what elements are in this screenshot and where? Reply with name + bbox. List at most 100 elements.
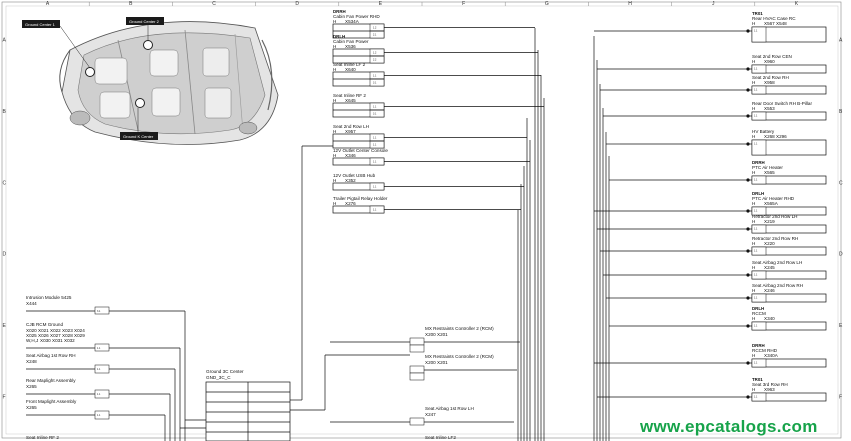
svg-text:GND_3C_C: GND_3C_C (206, 375, 231, 380)
connector-code: X219 (764, 219, 775, 224)
right-bus-wires (593, 36, 610, 441)
row-marker: B (3, 109, 7, 115)
connector-code: X958 (764, 80, 775, 85)
callout-ground-center-1: Ground Center 1 (22, 20, 60, 28)
connector-title: HV Battery (752, 129, 775, 134)
connector-title: Cabin Fan Power (333, 39, 369, 44)
pin-label: 3.1 (373, 82, 377, 85)
vehicle-illustration (59, 21, 279, 145)
connector-code: X220 (764, 241, 775, 246)
connector-code: X963 (764, 387, 775, 392)
connector-title: Cabin Fan Power RHD (333, 14, 380, 19)
svg-text:H: H (752, 387, 755, 392)
svg-text:DRLH: DRLH (752, 306, 764, 311)
svg-text:TR01: TR01 (752, 377, 763, 382)
svg-text:1.1: 1.1 (754, 362, 758, 365)
svg-text:DRLH: DRLH (333, 34, 345, 39)
pin-label: 1.2 (373, 27, 377, 30)
svg-text:DRLH: DRLH (752, 191, 764, 196)
connector-title: Seat 2nd Row CEN (752, 54, 792, 59)
svg-text:Ground Center 2: Ground Center 2 (129, 19, 160, 24)
middle-bus-wires (290, 28, 545, 441)
intrusion-module-label: Intrusion Module 5425 (26, 295, 72, 300)
svg-text:X265: X265 (26, 384, 37, 389)
svg-text:H: H (752, 288, 755, 293)
row-marker: B (839, 109, 843, 115)
svg-text:H: H (752, 201, 755, 206)
callout-ground-center-2: Ground Center 2 (126, 17, 164, 25)
pin-label: 1.1 (373, 161, 377, 164)
rcm-block-1: MX Restraints Controller 2 (RCM) X200 X2… (330, 326, 520, 353)
svg-text:X030 X031 X032: X030 X031 X032 (40, 338, 75, 343)
svg-text:Ground K Center: Ground K Center (123, 134, 154, 139)
svg-text:H: H (752, 316, 755, 321)
pin-label: 1.1 (373, 209, 377, 212)
svg-text:H: H (333, 98, 336, 103)
svg-text:H: H (333, 201, 336, 206)
connector-code: X536 (345, 44, 356, 49)
pin-label: 1.1 (373, 137, 377, 140)
row-marker: A (3, 38, 7, 44)
svg-text:1.1: 1.1 (754, 297, 758, 300)
svg-text:MX Restraints Controller 2 (RC: MX Restraints Controller 2 (RCM) (425, 354, 494, 359)
svg-text:DRRH: DRRH (333, 9, 346, 14)
svg-text:1.1: 1.1 (754, 228, 758, 231)
connector-code: X567 X548 (764, 21, 787, 26)
rcm-block-2: MX Restraints Controller 2 (RCM) X200 X2… (409, 354, 517, 381)
seat-airbag-rh-label: Seat Airbag 1st Row RH (26, 353, 76, 358)
svg-text:H: H (333, 19, 336, 24)
column-marker: D (295, 1, 299, 7)
connector-code: X957 (345, 129, 356, 134)
connector-code: X534A (345, 19, 360, 24)
column-marker: H (628, 1, 632, 7)
column-marker: J (712, 1, 715, 7)
row-marker: E (3, 323, 7, 329)
connector-title: Seat Inline LF 2 (333, 62, 366, 67)
column-marker: F (462, 1, 465, 7)
pin-label: 2.1 (373, 34, 377, 37)
connector-code: X340 (764, 316, 775, 321)
connector-title: Rear Door Switch RH B-Pillar (752, 101, 812, 106)
connector-code: X245 (764, 265, 775, 270)
svg-text:H: H (333, 44, 336, 49)
pin-label: 1.2 (373, 52, 377, 55)
connector-title: Seat Airbag 2nd Row RH (752, 283, 803, 288)
connector-code: X352 (345, 178, 356, 183)
row-marker: C (839, 180, 843, 186)
svg-text:H: H (752, 219, 755, 224)
intrusion-module-code: X444 (26, 301, 37, 306)
connector-title: RCCM (752, 311, 766, 316)
connector-title: PTC Air Heater RHD (752, 196, 795, 201)
connector-title: Seat 2nd Row LH (333, 124, 369, 129)
svg-text:H: H (752, 106, 755, 111)
svg-text:H: H (333, 178, 336, 183)
connector-title: Seat 2nd Row RH (752, 75, 789, 80)
connector-title: Seat Inline RF 2 (333, 93, 366, 98)
pin-label: 2.2 (373, 59, 377, 62)
connector-title: Seat Airbag 2nd Row LH (752, 260, 802, 265)
svg-text:1.1: 1.1 (754, 143, 758, 146)
connector-title: Trailer Pigtail Relay Holder (333, 196, 388, 201)
svg-text:1.1: 1.1 (754, 210, 758, 213)
connector-title: 12V Outlet USB Hub (333, 173, 376, 178)
svg-text:H: H (752, 170, 755, 175)
column-marker: E (379, 1, 383, 7)
watermark: www.epcatalogs.com (639, 417, 818, 436)
svg-text:TR01: TR01 (752, 11, 763, 16)
column-marker: B (129, 1, 133, 7)
rear-maplight-label: Rear Maplight Assembly (26, 378, 76, 383)
connector-title: PTC Air Heater (752, 165, 783, 170)
svg-text:Seat Inline LF2: Seat Inline LF2 (425, 435, 456, 440)
